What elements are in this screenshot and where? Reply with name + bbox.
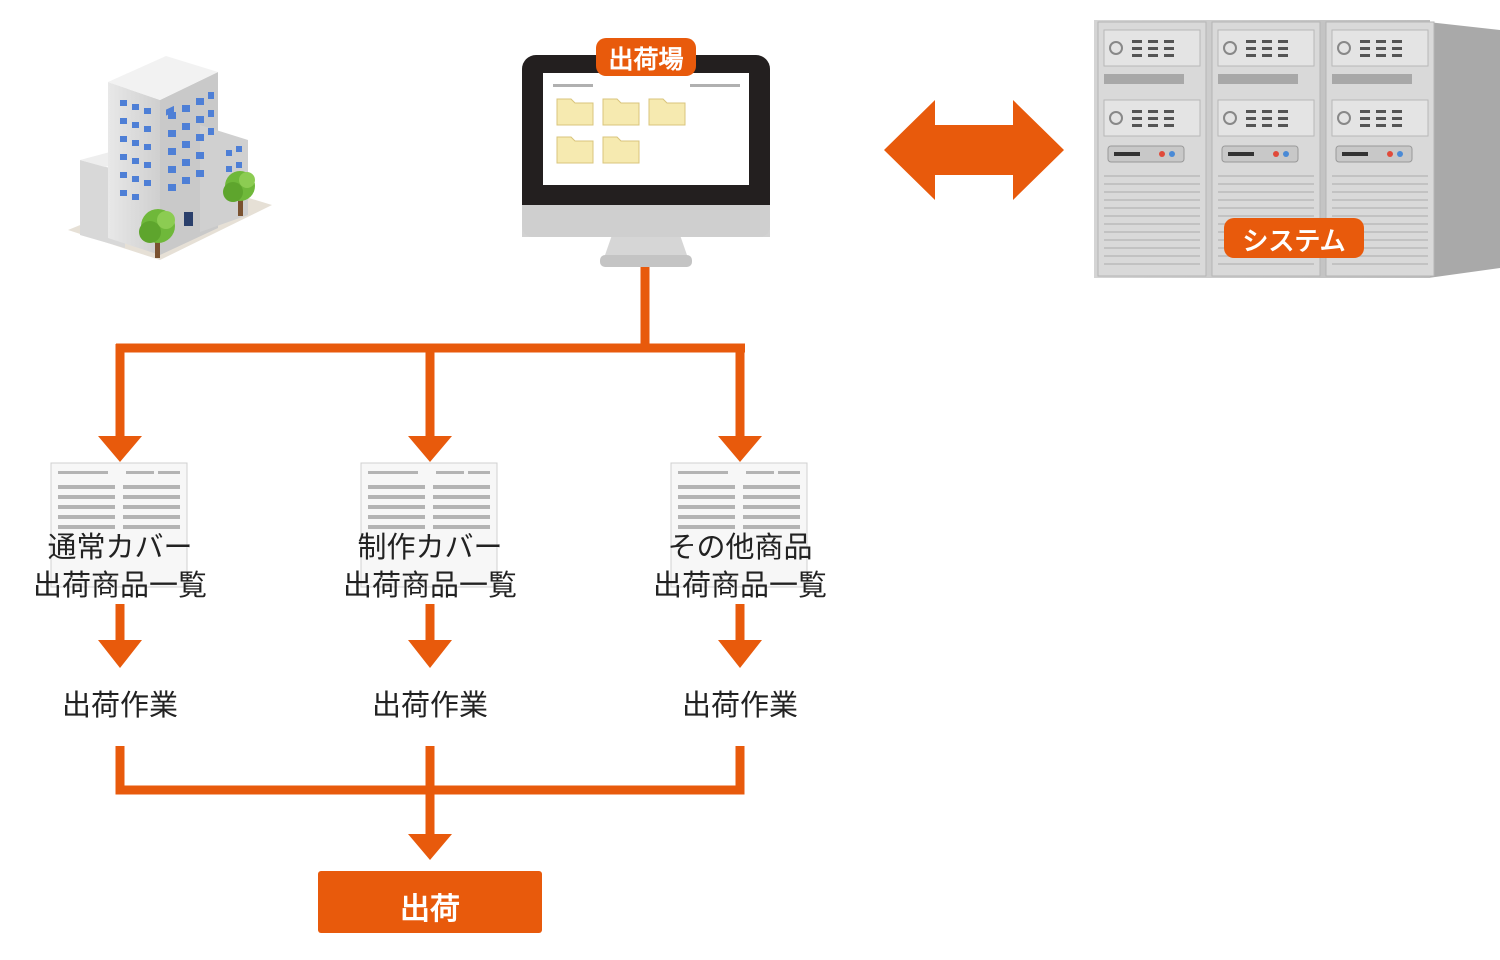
flow-connectors: [115, 267, 745, 840]
arrow-down-icon: [98, 436, 142, 462]
office-building-icon: [68, 56, 272, 260]
document-icon: [50, 462, 188, 588]
doc-label-line1: 通常カバー: [47, 530, 193, 564]
work-label-1: 出荷作業: [61, 688, 178, 722]
doc-label-line2: 出荷商品一覧: [342, 568, 517, 602]
building-windows: [120, 92, 242, 200]
doc-label-line1: その他商品: [667, 530, 813, 564]
doc-label-normal-cover: 通常カバー 出荷商品一覧: [0, 528, 240, 604]
tree-right: [223, 171, 255, 216]
folder-icon: [556, 98, 686, 164]
arrow-down-icon: [718, 436, 762, 462]
double-arrow-icon: [884, 100, 1064, 200]
arrow-down-icon: [98, 640, 142, 668]
arrow-down-icon: [718, 640, 762, 668]
doc-label-line2: 出荷商品一覧: [652, 568, 827, 602]
shipping-final-box: 出荷: [318, 871, 542, 933]
arrow-heads: [98, 436, 762, 860]
doc-label-other-products: その他商品 出荷商品一覧: [620, 528, 860, 604]
tree-left: [139, 209, 175, 258]
shipping-final-label: 出荷: [400, 892, 460, 927]
arrow-down-icon: [408, 834, 452, 860]
doc-label-production-cover: 制作カバー 出荷商品一覧: [310, 528, 550, 604]
arrow-down-icon: [408, 436, 452, 462]
arrow-down-icon: [408, 640, 452, 668]
monitor-icon: [522, 38, 770, 267]
server-label: システム: [1242, 227, 1346, 257]
doc-label-line1: 制作カバー: [357, 530, 503, 564]
doc-label-line2: 出荷商品一覧: [32, 568, 207, 602]
work-label-2: 出荷作業: [371, 688, 488, 722]
monitor-label: 出荷場: [608, 45, 684, 74]
work-label-3: 出荷作業: [681, 688, 798, 722]
server-rack-icon: [1094, 20, 1500, 278]
